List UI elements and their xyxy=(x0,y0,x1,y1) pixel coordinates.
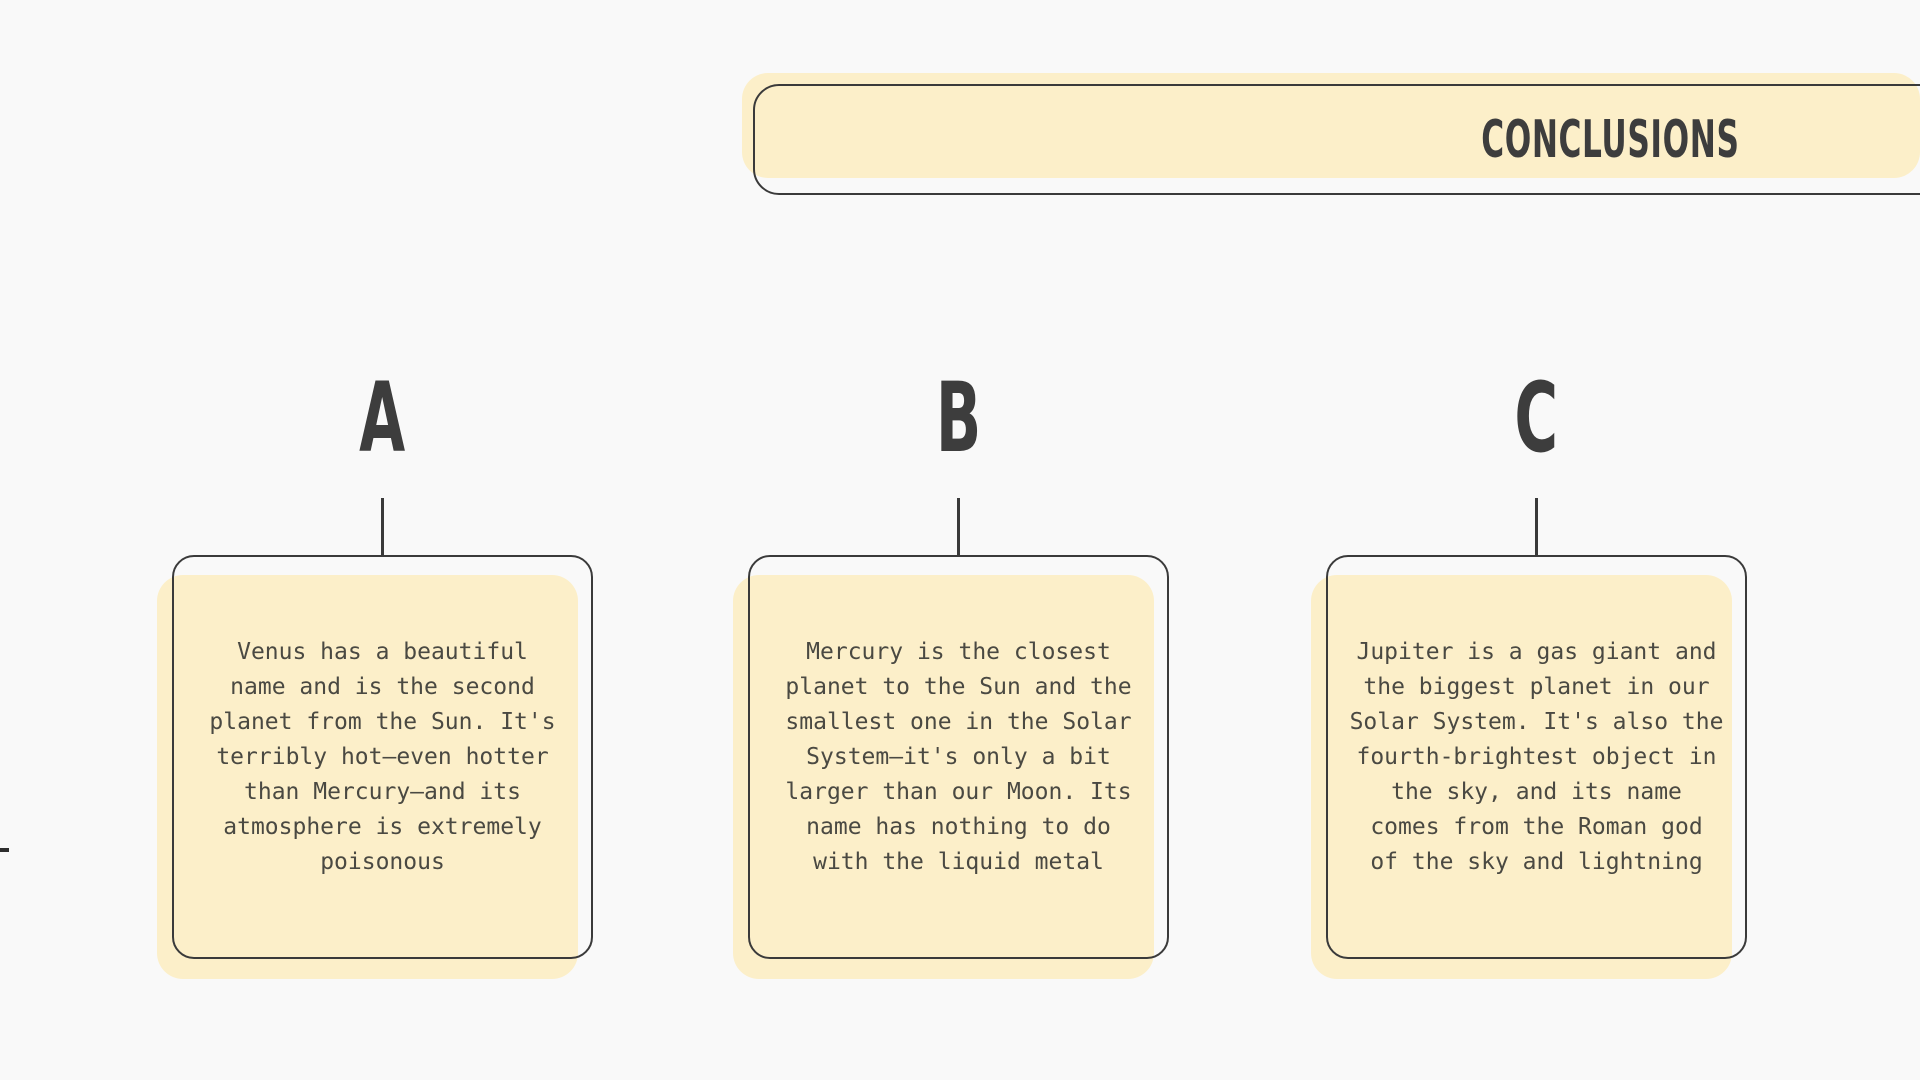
card-column-b: B Mercury is the closest planet to the S… xyxy=(733,362,1169,979)
card-highlight xyxy=(733,575,1154,979)
card-column-a: A Venus has a beautiful name and is the … xyxy=(157,362,593,979)
header: CONCLUSIONS xyxy=(1309,84,1740,195)
page-title: CONCLUSIONS xyxy=(1481,109,1740,170)
connector-line xyxy=(381,498,384,555)
header-highlight xyxy=(742,73,1920,178)
card-column-c: C Jupiter is a gas giant and the biggest… xyxy=(1311,362,1747,979)
card-highlight xyxy=(157,575,578,979)
connector-line xyxy=(957,498,960,555)
header-outline xyxy=(753,84,1920,195)
card-letter-box: C xyxy=(1326,362,1747,474)
card-letter-b: B xyxy=(935,362,982,474)
card-letter-box: B xyxy=(748,362,1169,474)
card-highlight xyxy=(1311,575,1732,979)
card-outline xyxy=(1326,555,1747,959)
card-a: Venus has a beautiful name and is the se… xyxy=(157,555,593,979)
card-letter-a: A xyxy=(359,362,406,474)
card-text-a: Venus has a beautiful name and is the se… xyxy=(209,638,556,875)
card-outline xyxy=(748,555,1169,959)
card-text-b: Mercury is the closest planet to the Sun… xyxy=(785,638,1132,875)
connector-line xyxy=(1535,498,1538,555)
card-outline xyxy=(172,555,593,959)
card-letter-c: C xyxy=(1514,362,1559,474)
card-text-c: Jupiter is a gas giant and the biggest p… xyxy=(1349,638,1724,875)
card-letter-box: A xyxy=(172,362,593,474)
card-b: Mercury is the closest planet to the Sun… xyxy=(733,555,1169,979)
left-edge-mark xyxy=(0,848,9,852)
card-c: Jupiter is a gas giant and the biggest p… xyxy=(1311,555,1747,979)
